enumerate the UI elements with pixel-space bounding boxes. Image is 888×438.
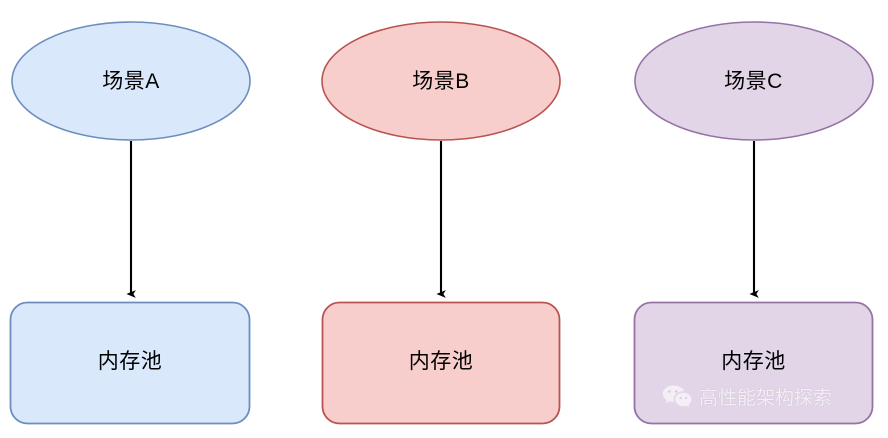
scenario-label-b: 场景B bbox=[412, 70, 470, 93]
memory-pool-label-a: 内存池 bbox=[97, 350, 163, 373]
memory-pool-label-b: 内存池 bbox=[408, 350, 474, 373]
memory-pool-label-c: 内存池 bbox=[721, 350, 786, 373]
scenario-ellipse-a[interactable] bbox=[11, 21, 251, 141]
scenario-ellipse-c[interactable] bbox=[634, 21, 874, 141]
memory-pool-box-a[interactable] bbox=[9, 301, 251, 425]
scenario-ellipse-b[interactable] bbox=[321, 21, 561, 141]
scenario-label-c: 场景C bbox=[724, 70, 783, 93]
scenario-label-a: 场景A bbox=[102, 70, 160, 93]
memory-pool-box-c[interactable] bbox=[633, 301, 874, 425]
memory-pool-box-b[interactable] bbox=[321, 301, 561, 425]
